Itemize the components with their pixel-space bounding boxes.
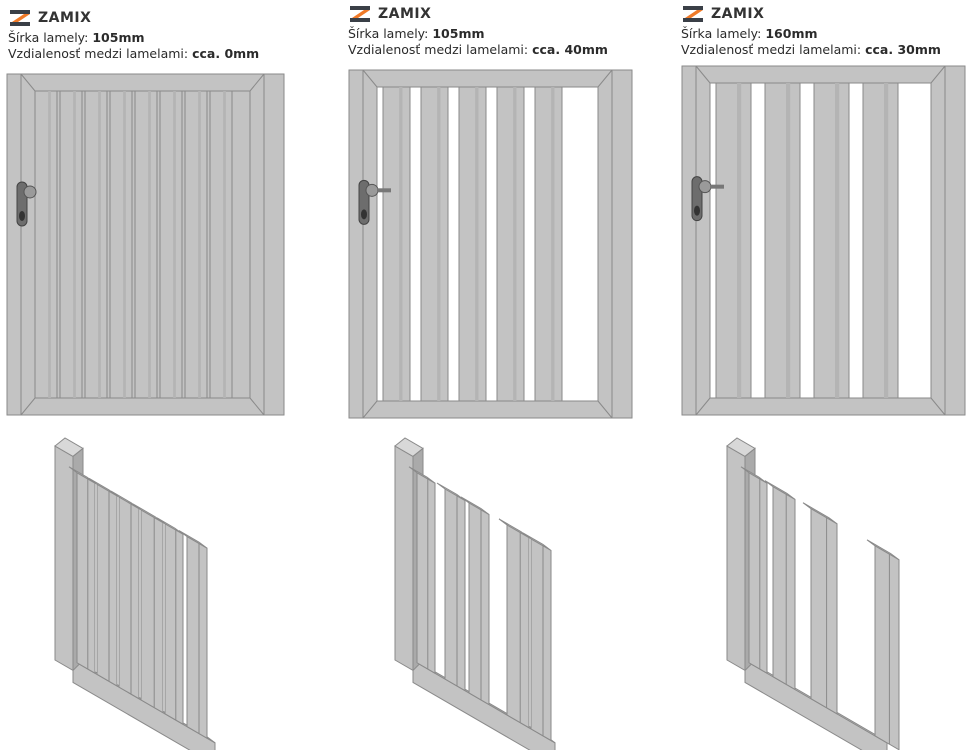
- slat: [382, 86, 411, 402]
- slat-front: [468, 502, 490, 706]
- miter-line: [597, 400, 613, 419]
- slat-groove: [173, 91, 176, 398]
- slat: [84, 90, 108, 399]
- post: [394, 445, 414, 672]
- slat-front: [76, 471, 96, 675]
- slat-groove: [437, 87, 441, 401]
- slat: [109, 90, 133, 399]
- zamix-logo-icon: [350, 6, 370, 22]
- slat: [715, 82, 752, 399]
- door-knob-icon: [698, 180, 712, 194]
- miter-line: [930, 397, 946, 416]
- slat-groove: [223, 91, 226, 398]
- slat-groove: [884, 83, 889, 398]
- slat-groove: [737, 83, 742, 398]
- slat-front: [506, 524, 530, 729]
- miter-line: [362, 69, 378, 88]
- slat-front: [96, 483, 118, 687]
- slat-front: [164, 522, 184, 726]
- slat-groove: [513, 87, 517, 401]
- keyhole-icon: [19, 210, 25, 221]
- slat: [862, 82, 899, 399]
- slat: [764, 82, 801, 399]
- slat: [159, 90, 183, 399]
- miter-line: [930, 65, 946, 84]
- slat: [534, 86, 563, 402]
- lock-bolt: [710, 184, 724, 189]
- slat-front: [874, 544, 900, 750]
- keyhole-icon: [694, 205, 700, 216]
- lock-bolt: [377, 188, 391, 193]
- slat: [813, 82, 850, 399]
- slat: [209, 90, 233, 399]
- slat-front: [772, 485, 796, 691]
- slat: [134, 90, 158, 399]
- slat-groove: [198, 91, 201, 398]
- slat-groove: [98, 91, 101, 398]
- slat-front: [530, 538, 552, 742]
- slat-groove: [148, 91, 151, 398]
- variant-header-2: ZAMIX Šírka lamely: 105mm Vzdialenosť me…: [348, 4, 608, 57]
- slat-groove: [73, 91, 76, 398]
- slat-groove: [551, 87, 555, 401]
- post: [726, 445, 746, 672]
- slat-groove: [835, 83, 840, 398]
- door-knob-icon: [23, 185, 37, 199]
- slat-groove: [123, 91, 126, 398]
- post: [54, 445, 74, 672]
- slat-groove: [786, 83, 791, 398]
- slat-front: [416, 471, 436, 675]
- slat-front: [186, 535, 208, 740]
- keyhole-icon: [361, 209, 367, 220]
- miter-line: [20, 397, 36, 416]
- slat: [458, 86, 487, 402]
- zamix-logo-icon: [10, 10, 30, 26]
- slat-groove: [475, 87, 479, 401]
- variant-header-3: ZAMIX Šírka lamely: 160mm Vzdialenosť me…: [681, 4, 941, 57]
- slat: [34, 90, 58, 399]
- miter-line: [362, 400, 378, 419]
- slat: [496, 86, 525, 402]
- miter-line: [695, 65, 711, 84]
- zamix-logo: ZAMIX: [348, 4, 608, 24]
- slat-groove: [399, 87, 403, 401]
- miter-line: [695, 397, 711, 416]
- miter-line: [249, 397, 265, 416]
- miter-line: [249, 73, 265, 92]
- slat-front: [444, 488, 466, 692]
- slat-front: [118, 496, 140, 700]
- slat: [184, 90, 208, 399]
- zamix-logo: ZAMIX: [681, 4, 941, 24]
- door-knob-icon: [365, 183, 379, 197]
- slat-groove: [48, 91, 51, 398]
- slat-front: [810, 507, 838, 715]
- slat: [420, 86, 449, 402]
- slat-front: [140, 509, 164, 714]
- miter-line: [20, 73, 36, 92]
- miter-line: [597, 69, 613, 88]
- slat: [59, 90, 83, 399]
- variant-header-1: ZAMIX Šírka lamely: 105mm Vzdialenosť me…: [8, 8, 260, 61]
- slat-front: [748, 471, 768, 675]
- zamix-logo-icon: [683, 6, 703, 22]
- zamix-logo: ZAMIX: [8, 8, 259, 28]
